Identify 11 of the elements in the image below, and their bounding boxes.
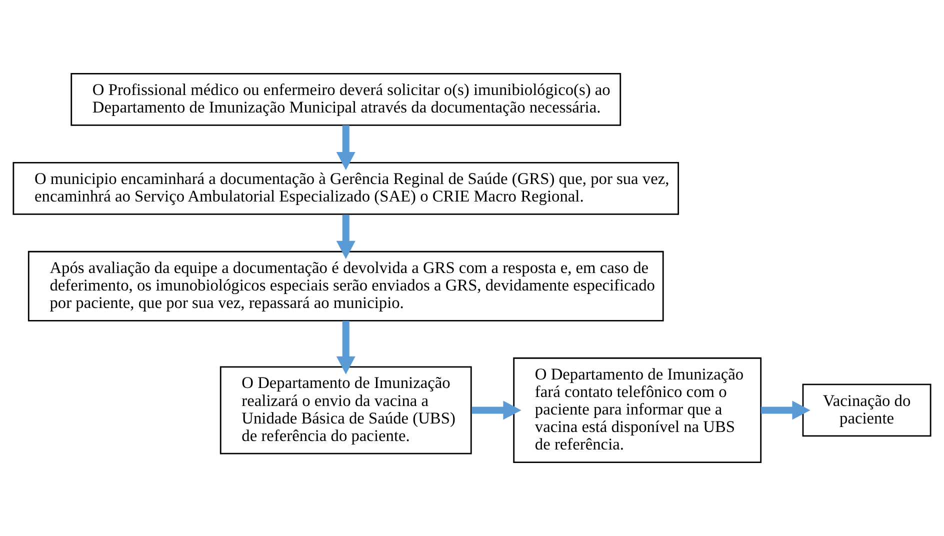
node-box: Vacinação do paciente	[802, 384, 932, 437]
arrow	[761, 400, 810, 420]
arrow	[336, 320, 356, 374]
node-box: O Departamento de Imunização fará contato telefônico com o paciente para informar que a vacina está disponível na UBS de referência.	[513, 357, 762, 464]
arrow	[336, 125, 356, 170]
arrow	[472, 400, 522, 420]
node-box: O Profissional médico ou enfermeiro deverá solicitar o(s) imunibiológico(s) ao Departamento de Imunização Municipal através da documentação necessária.	[70, 72, 622, 126]
node-box: O municipio encaminhará a documentação à Gerência Reginal de Saúde (GRS) que, por sua vez, encaminhrá ao Serviço Ambulatorial Especializado (SAE) o CRIE Macro Regional.	[12, 162, 680, 215]
node-box: Após avaliação da equipe a documentação é devolvida a GRS com a resposta e, em caso de deferimento, os imunobiológicos especiais serão enviados a GRS, devidamente especificado por paciente, que por sua vez, repassará ao municipio.	[28, 250, 664, 322]
arrow	[336, 214, 356, 260]
node-box: O Departamento de Imunização realizará o envio da vacina a Unidade Básica de Saúde (UBS) de referência do paciente.	[220, 366, 472, 454]
